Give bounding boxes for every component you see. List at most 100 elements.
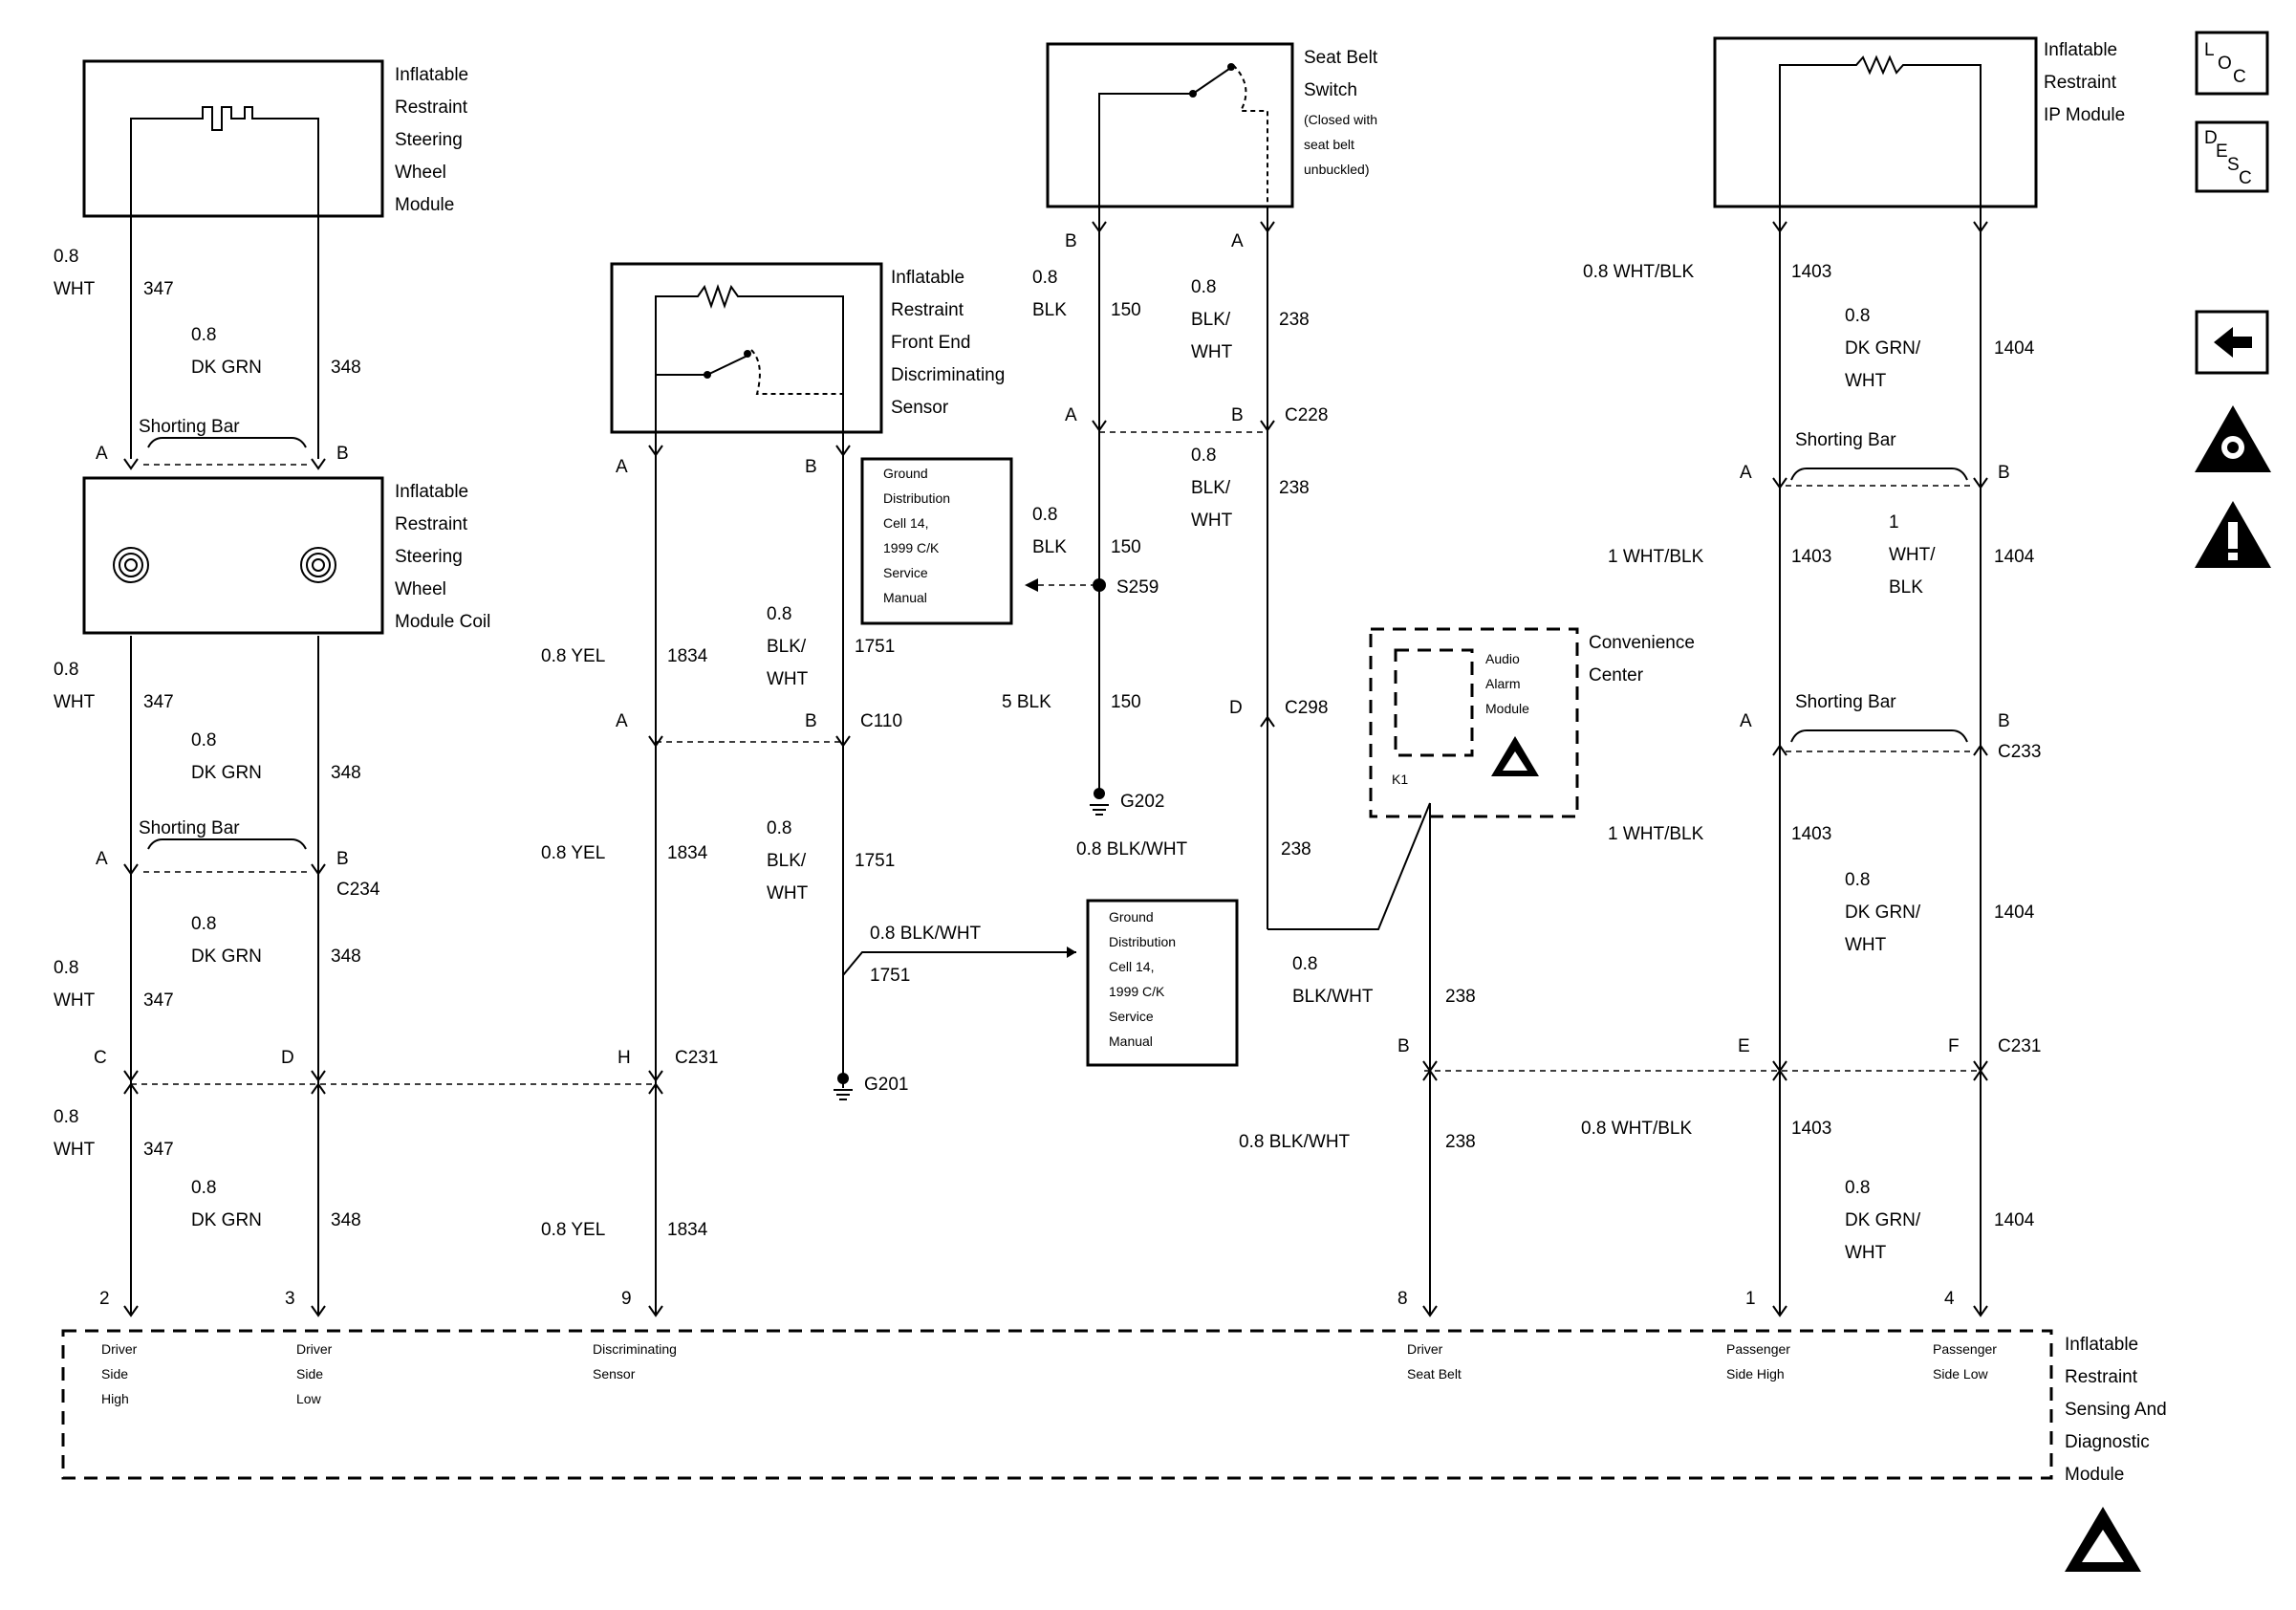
svg-text:347: 347 xyxy=(143,279,174,299)
connector-c228: A B C228 xyxy=(1065,405,1328,433)
svg-text:Shorting Bar: Shorting Bar xyxy=(1795,692,1896,712)
svg-text:G202: G202 xyxy=(1120,792,1164,812)
svg-text:238: 238 xyxy=(1281,839,1311,859)
svg-text:Restraint: Restraint xyxy=(395,514,468,534)
svg-text:3: 3 xyxy=(285,1289,295,1309)
svg-text:K1: K1 xyxy=(1392,772,1408,787)
sdm-pin-3: 3 Driver Side Low xyxy=(285,1289,333,1406)
svg-text:E: E xyxy=(2216,141,2228,162)
svg-text:1403: 1403 xyxy=(1791,547,1831,567)
svg-text:1999 C/K: 1999 C/K xyxy=(883,540,940,555)
svg-text:B: B xyxy=(1231,405,1244,425)
svg-text:A: A xyxy=(616,711,628,731)
svg-text:Side: Side xyxy=(296,1366,323,1382)
svg-text:BLK: BLK xyxy=(1032,300,1067,320)
svg-text:238: 238 xyxy=(1445,1132,1476,1152)
esd-icon xyxy=(2065,1507,2141,1572)
connector-c110: A B C110 xyxy=(616,711,902,743)
svg-text:S: S xyxy=(2227,155,2240,175)
svg-text:BLK/: BLK/ xyxy=(767,851,807,871)
back-arrow-icon[interactable] xyxy=(2195,310,2269,375)
svg-text:Restraint: Restraint xyxy=(2065,1367,2138,1387)
svg-text:Inflatable: Inflatable xyxy=(2044,40,2117,60)
convenience-center: Audio Alarm Module K1 Convenience Center xyxy=(1369,627,1695,818)
svg-text:WHT: WHT xyxy=(1845,935,1887,955)
svg-text:Inflatable: Inflatable xyxy=(395,482,468,502)
svg-text:A: A xyxy=(1740,463,1752,483)
svg-text:A: A xyxy=(1740,711,1752,731)
swm-label-4: Wheel xyxy=(395,163,446,183)
svg-text:Manual: Manual xyxy=(883,590,927,605)
svg-text:B: B xyxy=(1397,1036,1410,1056)
svg-text:Low: Low xyxy=(296,1391,322,1406)
ground-g201-branch: 0.8 BLK/WHT 1751 G201 xyxy=(834,924,1076,1100)
svg-text:O: O xyxy=(2218,54,2232,74)
svg-text:B: B xyxy=(1065,231,1077,251)
splice-s259: S259 xyxy=(1025,577,1159,598)
svg-text:WHT/: WHT/ xyxy=(1889,545,1936,565)
svg-text:E: E xyxy=(1738,1036,1750,1056)
svg-text:C298: C298 xyxy=(1285,698,1328,718)
svg-text:DK GRN: DK GRN xyxy=(191,946,262,967)
sdm-pin-9: 9 Discriminating Sensor xyxy=(593,1289,677,1382)
svg-text:C228: C228 xyxy=(1285,405,1328,425)
shorting-bar-3: Shorting Bar A B xyxy=(1740,430,2010,487)
shorting-bar-1: Shorting Bar A B xyxy=(96,417,349,466)
svg-text:BLK/: BLK/ xyxy=(767,637,807,657)
svg-text:Service: Service xyxy=(1109,1009,1154,1024)
svg-text:A: A xyxy=(1065,405,1077,425)
svg-text:Module Coil: Module Coil xyxy=(395,612,490,632)
svg-text:Shorting Bar: Shorting Bar xyxy=(139,417,240,437)
svg-text:BLK: BLK xyxy=(1032,537,1067,557)
svg-text:238: 238 xyxy=(1279,478,1310,498)
svg-text:150: 150 xyxy=(1111,300,1141,320)
svg-text:1751: 1751 xyxy=(870,966,910,986)
svg-text:347: 347 xyxy=(143,1140,174,1160)
svg-text:DK GRN/: DK GRN/ xyxy=(1845,903,1921,923)
svg-text:Service: Service xyxy=(883,565,928,580)
svg-text:B: B xyxy=(336,444,349,464)
svg-text:348: 348 xyxy=(331,358,361,378)
loc-icon[interactable]: L O C xyxy=(2195,31,2269,96)
svg-text:348: 348 xyxy=(331,763,361,783)
svg-text:348: 348 xyxy=(331,946,361,967)
svg-text:0.8: 0.8 xyxy=(1032,268,1057,288)
svg-text:0.8: 0.8 xyxy=(191,325,216,345)
front-end-discriminating-sensor: Inflatable Restraint Front End Discrimin… xyxy=(610,262,1005,434)
svg-text:Ground: Ground xyxy=(1109,909,1154,925)
svg-text:WHT: WHT xyxy=(1845,371,1887,391)
svg-text:L: L xyxy=(2204,40,2215,60)
steering-wheel-module: Inflatable Restraint Steering Wheel Modu… xyxy=(82,59,468,218)
svg-text:B: B xyxy=(1998,463,2010,483)
sdm-pin-8: 8 Driver Seat Belt xyxy=(1397,1289,1462,1382)
svg-text:Driver: Driver xyxy=(101,1341,138,1357)
connector-chevrons xyxy=(123,221,1988,1317)
svg-text:0.8 WHT/BLK: 0.8 WHT/BLK xyxy=(1583,262,1694,282)
svg-text:A: A xyxy=(96,444,108,464)
svg-text:347: 347 xyxy=(143,990,174,1011)
svg-text:1751: 1751 xyxy=(855,851,895,871)
svg-text:0.8 BLK/WHT: 0.8 BLK/WHT xyxy=(1239,1132,1351,1152)
swm-label-3: Steering xyxy=(395,130,463,150)
svg-text:Discriminating: Discriminating xyxy=(891,365,1005,385)
svg-text:Side High: Side High xyxy=(1726,1366,1785,1382)
swm-label-1: Inflatable xyxy=(395,65,468,85)
svg-text:0.8: 0.8 xyxy=(1845,306,1870,326)
shorting-bar-4: Shorting Bar A B C233 xyxy=(1740,692,2041,762)
svg-text:D: D xyxy=(1229,698,1243,718)
svg-text:Module: Module xyxy=(2065,1465,2124,1485)
svg-text:unbuckled): unbuckled) xyxy=(1304,162,1370,177)
svg-text:Cell 14,: Cell 14, xyxy=(883,515,928,531)
svg-text:WHT: WHT xyxy=(767,883,809,903)
connector-c231: C D H C231 B E F C231 xyxy=(94,1036,2041,1085)
svg-text:1 WHT/BLK: 1 WHT/BLK xyxy=(1608,547,1704,567)
svg-text:1403: 1403 xyxy=(1791,1119,1831,1139)
svg-text:0.8: 0.8 xyxy=(1845,1178,1870,1198)
svg-text:Restraint: Restraint xyxy=(2044,73,2117,93)
svg-text:F: F xyxy=(1948,1036,1960,1056)
svg-text:WHT: WHT xyxy=(1191,511,1233,531)
svg-text:DK GRN: DK GRN xyxy=(191,763,262,783)
svg-text:0.8: 0.8 xyxy=(191,914,216,934)
svg-text:Driver: Driver xyxy=(296,1341,333,1357)
desc-icon[interactable]: D E S C xyxy=(2195,120,2269,193)
